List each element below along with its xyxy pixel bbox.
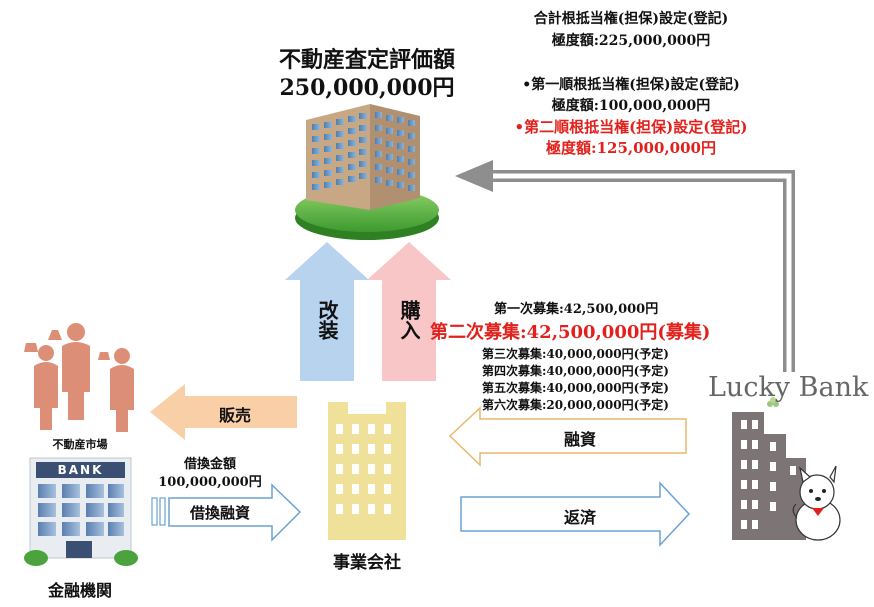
financing-arrow	[448, 406, 687, 467]
renovation-arrow	[285, 242, 369, 381]
lucky-bank-building-icon	[732, 412, 806, 540]
recruitment-first: 第一次募集:42,500,000円	[494, 302, 659, 317]
sale-label: 販売	[218, 406, 251, 425]
dog-mascot-icon	[792, 465, 841, 541]
business-company-label: 事業会社	[333, 553, 401, 573]
renovation-label: 改装	[315, 300, 339, 340]
market-label: 不動産市場	[52, 438, 108, 451]
recruitment-fifth: 第五次募集:40,000,000円(予定)	[482, 381, 669, 395]
repayment-arrow	[460, 481, 691, 547]
bank-building-icon	[24, 457, 138, 566]
purchase-arrow	[367, 242, 451, 381]
bank-sign: BANK	[57, 463, 104, 477]
lucky-bank-logo: Lucky Bank	[708, 372, 869, 403]
financial-institution-label: 金融機関	[47, 581, 112, 600]
appraisal-title: 不動産査定評価額	[278, 47, 455, 73]
recruitment-sixth: 第六次募集:20,000,000円(予定)	[482, 398, 669, 412]
mortgage-arrow	[455, 160, 795, 372]
mortgage-second-limit: 極度額:125,000,000円	[546, 139, 716, 157]
financing-label: 融資	[563, 430, 596, 449]
mortgage-total-title: 合計根抵当権(担保)設定(登記)	[533, 11, 729, 27]
purchase-label: 購入	[397, 300, 421, 340]
refinance-amount-label: 借換金額	[183, 457, 236, 472]
sale-arrow	[150, 384, 297, 440]
refinance-arrow	[151, 483, 302, 542]
mortgage-first-title: •第一順根抵当権(担保)設定(登記)	[522, 77, 740, 93]
mortgage-total-limit: 極度額:225,000,000円	[551, 33, 711, 49]
refinance-amount-value: 100,000,000円	[158, 475, 262, 490]
recruitment-second: 第二次募集:42,500,000円(募集)	[430, 322, 711, 343]
clover-icon	[767, 397, 779, 407]
mortgage-second-title: •第二順根抵当権(担保)設定(登記)	[514, 118, 748, 136]
mortgage-first-limit: 極度額:100,000,000円	[551, 98, 711, 114]
recruitment-third: 第三次募集:40,000,000円(予定)	[482, 347, 669, 361]
people-icon	[24, 323, 134, 432]
business-company-icon	[328, 402, 406, 540]
appraisal-amount: 250,000,000円	[279, 75, 455, 101]
refinance-loan-label: 借換融資	[189, 504, 250, 522]
recruitment-fourth: 第四次募集:40,000,000円(予定)	[482, 364, 669, 378]
repayment-label: 返済	[563, 508, 596, 527]
appraised-building-icon	[295, 104, 439, 240]
